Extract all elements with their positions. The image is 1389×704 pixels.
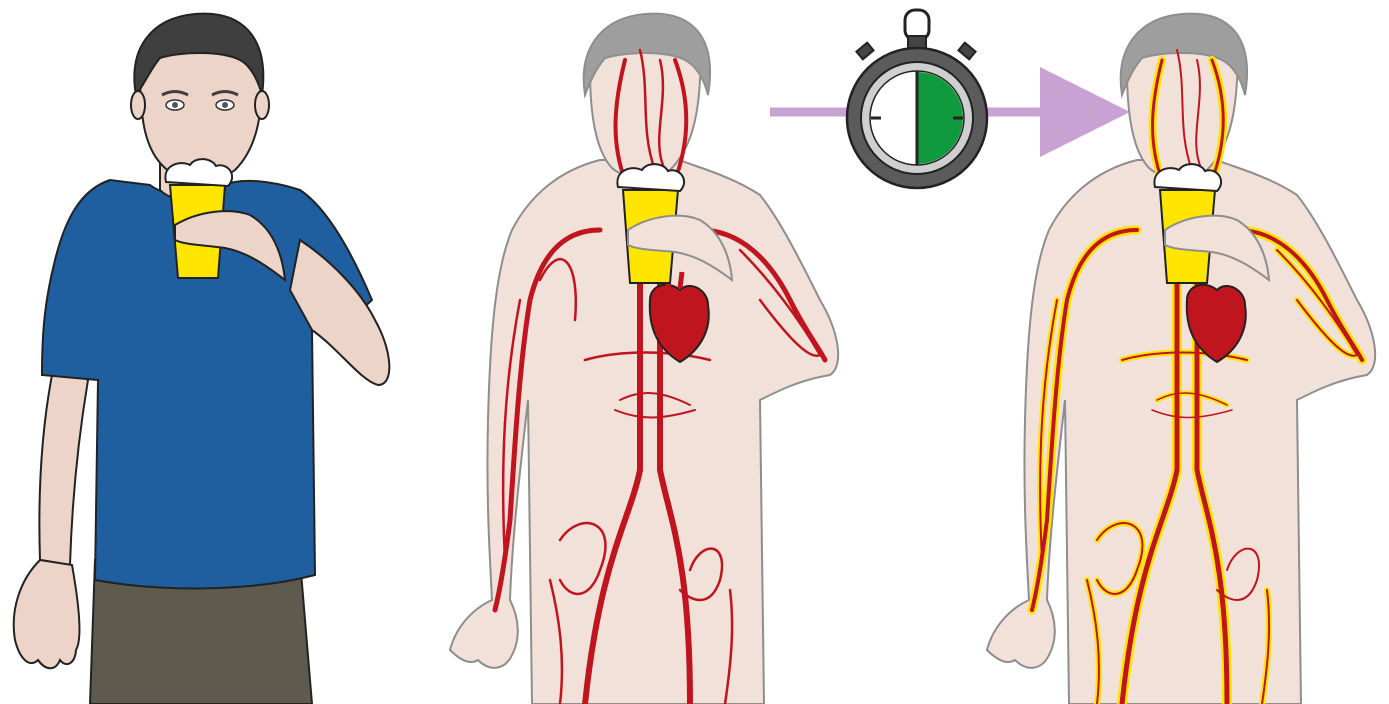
circulation-before-figure [450, 14, 838, 704]
left-arm [39, 360, 88, 565]
drinking-man-figure [14, 14, 390, 704]
circulation-after-figure [987, 14, 1375, 704]
left-hand [14, 560, 80, 668]
stopwatch-icon [847, 10, 987, 188]
